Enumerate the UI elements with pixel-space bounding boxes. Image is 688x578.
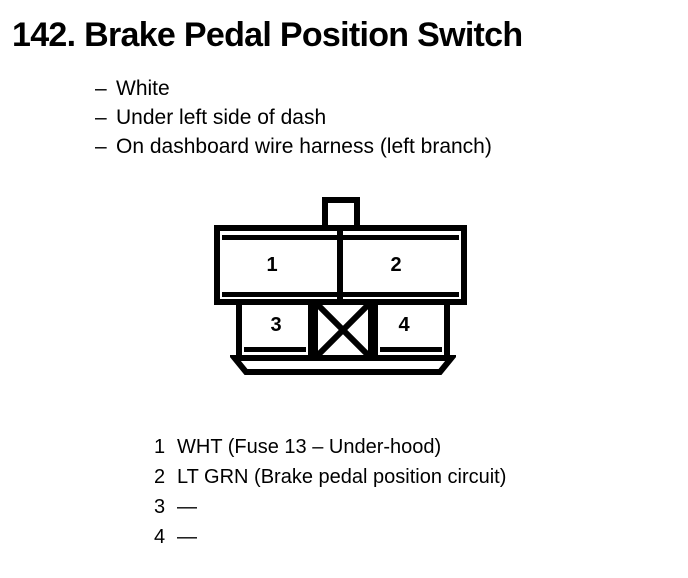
cavity-label-2: 2 [390,254,402,276]
pin-description: WHT (Fuse 13 – Under-hood) [177,436,442,458]
connector-base-skirt [230,355,456,375]
lower-cavity-band-right [380,347,442,352]
dash-marker-icon: – [95,77,107,100]
list-item: 1 WHT (Fuse 13 – Under-hood) [154,432,506,462]
page-title: 142. Brake Pedal Position Switch [12,16,523,54]
cavity-label-3: 3 [270,314,282,336]
attribute-list: – White – Under left side of dash – On d… [95,74,492,161]
connector-diagram: 1 2 3 4 [212,195,472,380]
dash-marker-icon: – [95,135,107,158]
list-item-label: Under left side of dash [116,106,327,129]
pin-number: 3 [154,496,166,518]
list-item: – White [95,74,492,103]
cavity-label-1: 1 [266,254,278,276]
pin-description: — [177,496,197,518]
blocked-cavity-x-icon [312,299,374,361]
list-item: – On dashboard wire harness (left branch… [95,132,492,161]
list-item: 4 — [154,522,506,552]
list-item-label: On dashboard wire harness (left branch) [116,135,492,158]
list-item-label: White [116,77,170,100]
latch-tab-icon [322,197,360,229]
pin-number: 1 [154,436,166,458]
lower-cavity-band-left [244,347,306,352]
list-item: 2 LT GRN (Brake pedal position circuit) [154,462,506,492]
pin-description: LT GRN (Brake pedal position circuit) [177,466,507,488]
x-cross-icon [314,301,372,359]
pin-number: 2 [154,466,166,488]
pin-description: — [177,526,197,548]
base-skirt-shape [230,355,456,375]
pin-number: 4 [154,526,166,548]
dash-marker-icon: – [95,106,107,129]
list-item: 3 — [154,492,506,522]
cavity-divider-upper [337,231,343,299]
cavity-label-4: 4 [398,314,410,336]
pin-legend: 1 WHT (Fuse 13 – Under-hood) 2 LT GRN (B… [154,432,506,552]
list-item: – Under left side of dash [95,103,492,132]
